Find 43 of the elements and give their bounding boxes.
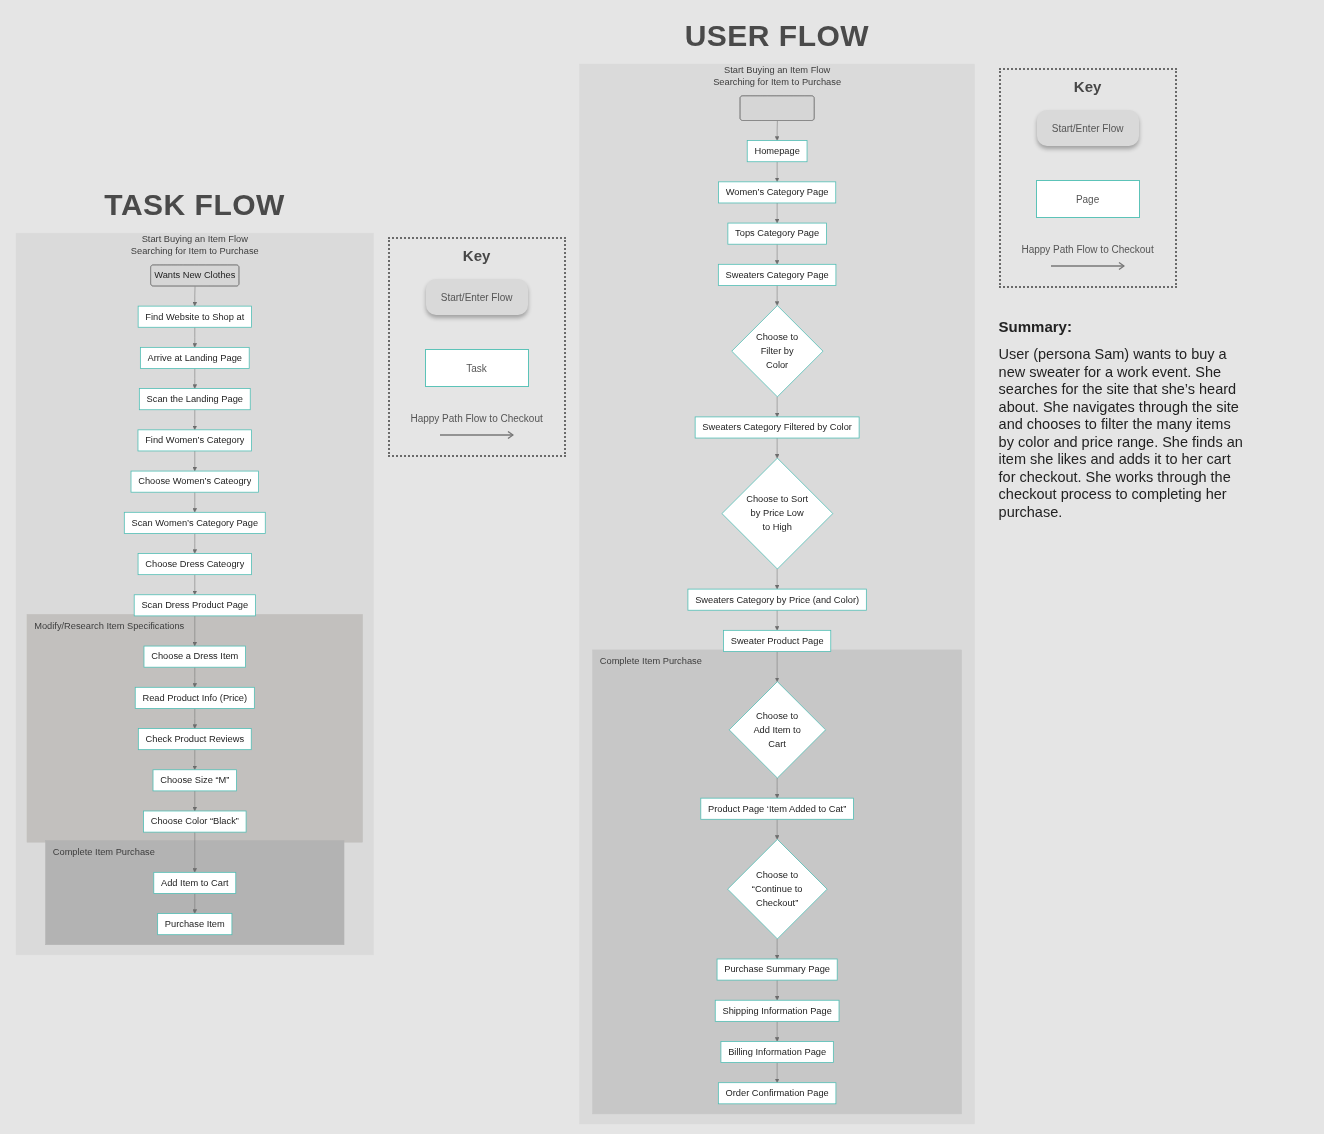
node-box: Scan Women’s Category Page [123,511,266,534]
page-node-sample: Page [1035,180,1140,219]
node-box: Read Product Info (Price) [134,686,255,709]
legend-title: Key [462,247,491,266]
section-heading: USER FLOW [684,18,870,55]
node-box: Choose Size “M” [152,769,237,792]
title: TASK FLOW [104,187,285,224]
node-diamond: Choose to Sort by Price Low to High [721,457,834,570]
node-box: Billing Information Page [720,1041,834,1063]
node-box: Find Website to Shop at [137,305,252,328]
node-box: Scan Dress Product Page [133,594,256,617]
node-box: Homepage [746,140,808,163]
node-diamond: Choose to Filter by Color [731,305,824,398]
node-box: Check Product Reviews [137,728,252,751]
legend-label: Happy Path Flow to Checkout [410,413,543,426]
legend-title: Key [1073,78,1102,97]
legend-label: Happy Path Flow to Checkout [1021,244,1154,257]
summary-heading: Summary: [998,318,1072,337]
node-box: Purchase Summary Page [716,958,838,981]
page-node-sample: Task [424,349,529,388]
start-node-sample: Start/Enter Flow [425,279,528,316]
node-box: Sweaters Category by Price (and Color) [687,588,867,611]
node-box: Sweater Product Page [723,629,832,652]
node-box: Order Confirmation Page [717,1082,837,1105]
start-node-sample: Start/Enter Flow [1036,110,1139,147]
node-box: Choose a Dress Item [143,645,246,668]
node-box: Women’s Category Page [718,181,837,204]
node-box: Shipping Information Page [714,999,840,1022]
node-box: Sweaters Category Page [717,263,837,286]
node-box: Choose Color “Black” [143,810,247,833]
node-box: Product Page ‘Item Added to Cat” [700,797,854,820]
node-box: Scan the Landing Page [138,388,251,411]
node-diamond: Choose to “Continue to Checkout” [727,839,828,940]
summary-text: User (persona Sam) wants to buy a new sweater for a work event. She searches for the site that she’s heard about. She navigates through the site and chooses to filter the many items by color and price range. She finds an item she likes and adds it to her cart for checkout. She works through the checkout process to completing her purchase. [998,346,1244,522]
node-box: Tops Category Page [727,222,827,245]
node-box: Find Women’s Category [137,429,252,452]
node-box: Purchase Item [157,913,233,936]
node-diamond: Choose to Add Item to Cart [728,681,826,779]
node-box: Sweaters Category Filtered by Color [694,416,860,439]
node-box: Choose Women’s Cateogry [130,470,259,493]
node-box: Choose Dress Cateogry [137,553,252,576]
node-box: Add Item to Cart [153,871,237,894]
node-box: Arrive at Landing Page [140,346,250,369]
